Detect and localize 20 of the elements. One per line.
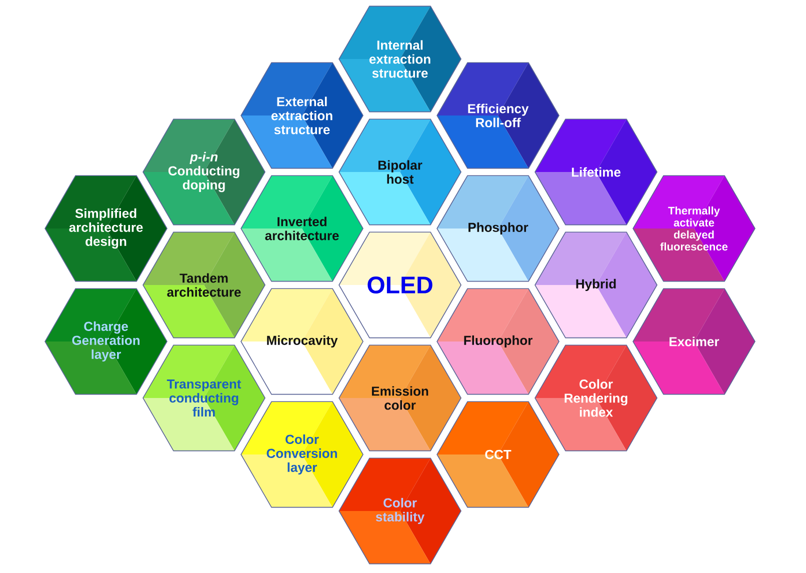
hexagon-tile: Emission color [338,344,462,452]
hexagon-tile: Color stability [338,458,462,564]
hexagon-tile: Color Rendering index [534,344,658,452]
hexagon-tile: Tandem architecture [142,232,266,338]
hexagon-tile: Microcavity [240,288,364,395]
hexagon-tile: Phosphor [436,175,560,282]
hexagon-tile: Internal extraction structure [338,6,462,112]
hexagon-tile: Simplified architecture design [44,175,168,282]
hexagon-tile: Efficiency Roll-off [436,62,560,169]
hexagon-tile: Hybrid [534,232,658,338]
hexagon-tile: CCT [436,401,560,508]
hexagon-tile: OLED [338,232,462,338]
hexagon-tile: Excimer [632,288,756,395]
hexagon-tile: Bipolar host [338,118,462,226]
hexagon-tile: Charge Generation layer [44,288,168,395]
hexagon-tile: External extraction structure [240,62,364,169]
hexagon-tile: Fluorophor [436,288,560,395]
hexagon-tile: Thermally activate delayed fluorescence [632,175,756,282]
hexagon-tile: Lifetime [534,118,658,226]
hexagon-tile: p-i-n Conducting doping [142,118,266,226]
